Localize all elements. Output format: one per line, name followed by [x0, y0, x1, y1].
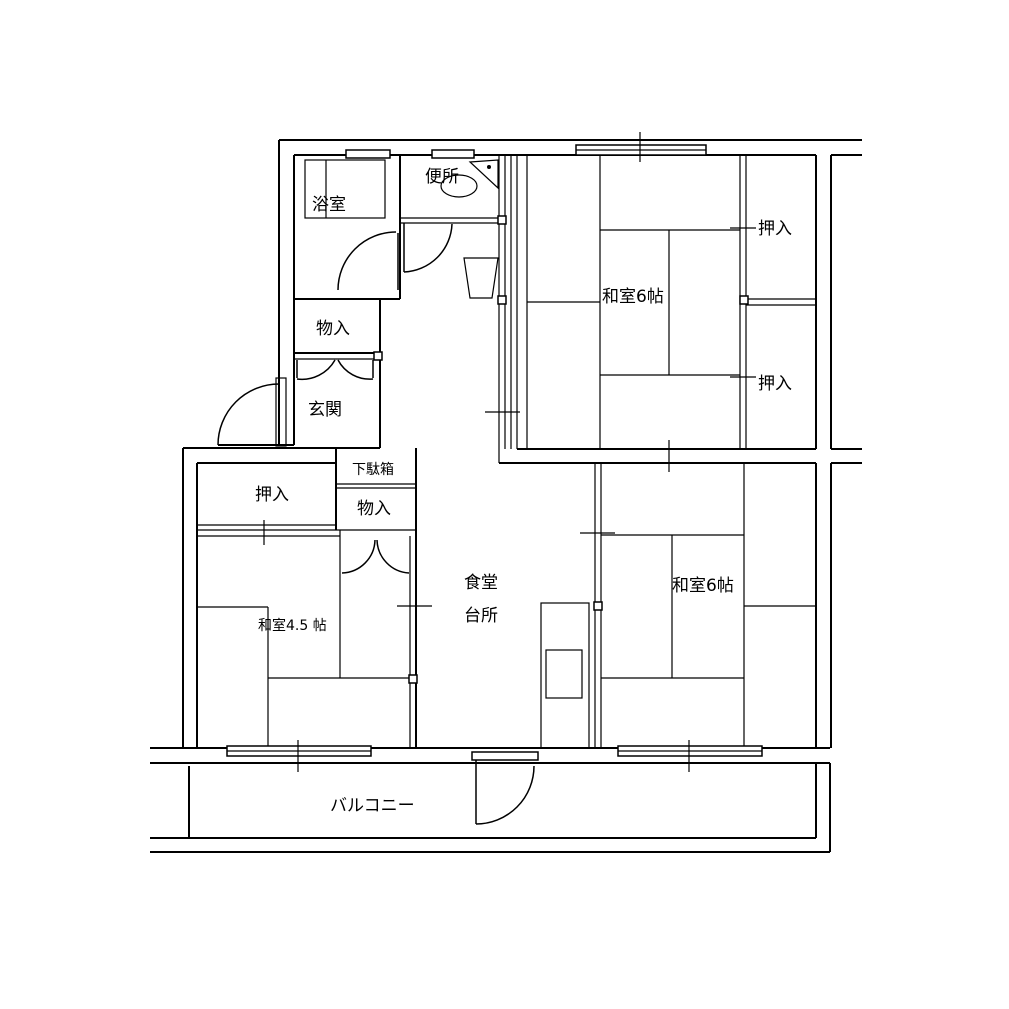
bathtub-icon: [304, 159, 386, 219]
label-japanese-top: 和室6帖: [602, 287, 664, 307]
sink-icon: [545, 649, 583, 699]
tatami-left-room: [197, 575, 410, 748]
doors: [217, 223, 535, 825]
tatami-right-room: [601, 463, 816, 748]
label-japanese-right: 和室6帖: [672, 576, 734, 596]
label-dining: 食堂: [464, 573, 498, 593]
label-closet-top-2: 押入: [758, 374, 792, 394]
label-storage-mid: 物入: [357, 499, 391, 519]
label-entrance: 玄関: [308, 400, 342, 420]
label-kitchen: 台所: [464, 606, 498, 626]
label-japanese-small: 和室4.5 帖: [258, 617, 327, 634]
interior-walls: [197, 155, 816, 748]
washbasin-icon: [463, 257, 499, 299]
fixtures: [304, 159, 749, 749]
label-closet-top-1: 押入: [758, 219, 792, 239]
kitchen-counter: [540, 602, 590, 749]
label-bath: 浴室: [312, 195, 346, 215]
toilet-icon: [440, 159, 499, 198]
label-toilet: 便所: [425, 167, 459, 187]
center-marks: [263, 132, 756, 772]
windows: [226, 144, 763, 761]
label-shoe-box: 下駄箱: [352, 462, 394, 478]
label-closet-left: 押入: [255, 485, 289, 505]
tatami-top-room: [526, 155, 740, 449]
room-labels: 浴室 便所 物入 玄関 下駄箱 物入 押入 和室4.5 帖 食堂 台所 和室6帖…: [255, 167, 792, 816]
label-storage-top: 物入: [316, 319, 350, 339]
label-balcony: バルコニー: [330, 796, 415, 816]
